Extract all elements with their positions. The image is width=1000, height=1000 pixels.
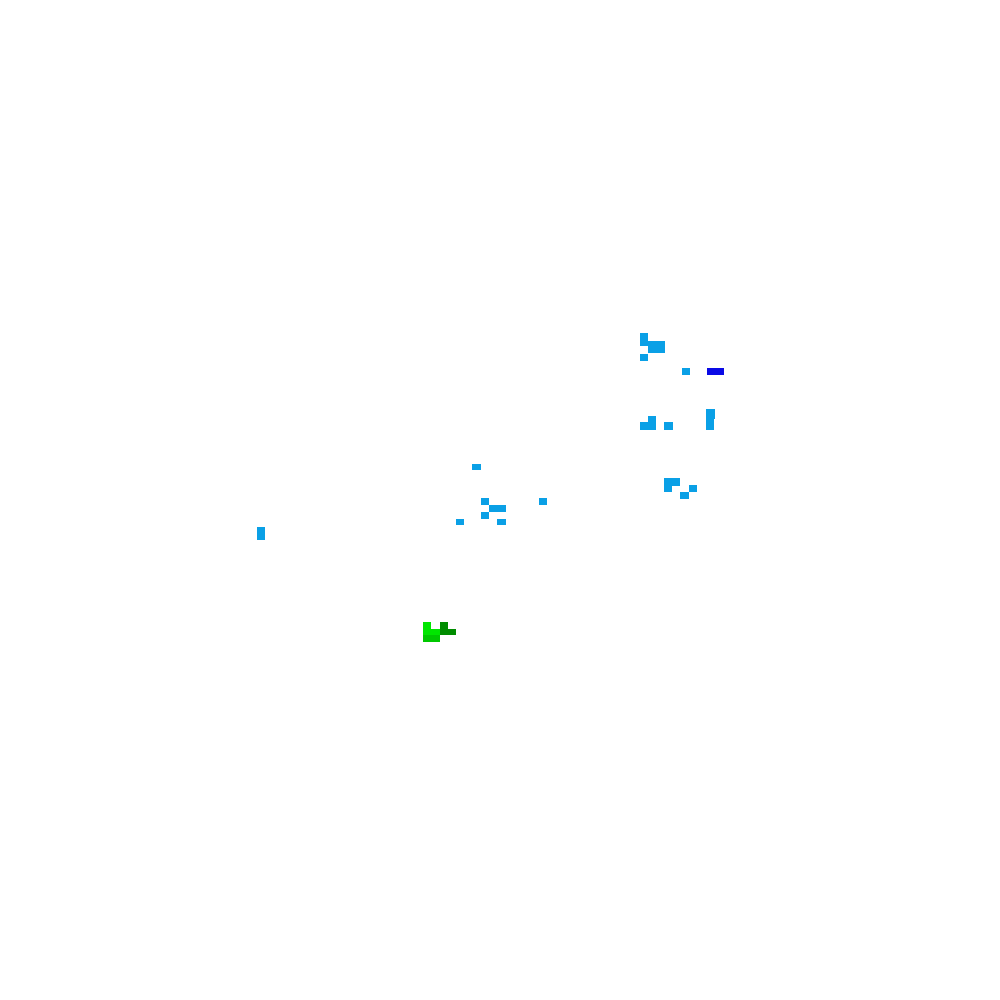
blue-pixel <box>640 341 648 346</box>
blue-pixel <box>640 354 648 361</box>
green-pixel <box>423 635 440 642</box>
dark-green-pixel <box>440 629 456 635</box>
blue-pixel <box>257 527 265 540</box>
dark-blue-pixel <box>707 368 724 375</box>
green-pixel <box>423 622 431 629</box>
blue-pixel <box>689 485 697 492</box>
blue-pixel <box>664 478 680 486</box>
blue-pixel <box>489 505 506 512</box>
blue-pixel <box>648 341 665 353</box>
blue-pixel <box>706 419 714 430</box>
blue-pixel <box>706 409 715 419</box>
blue-pixel <box>640 333 648 341</box>
dark-green-pixel <box>440 622 448 629</box>
blue-pixel <box>664 422 673 430</box>
green-pixel <box>423 629 440 635</box>
blue-pixel <box>539 498 547 505</box>
blue-pixel <box>664 486 672 492</box>
blue-pixel <box>456 519 464 525</box>
blue-pixel <box>682 368 690 375</box>
blue-pixel <box>648 416 656 424</box>
blue-pixel <box>481 512 489 519</box>
blue-pixel <box>640 422 656 430</box>
blue-pixel <box>680 492 689 499</box>
blue-pixel <box>472 464 481 470</box>
blue-pixel <box>497 519 506 525</box>
blue-pixel <box>481 498 489 505</box>
